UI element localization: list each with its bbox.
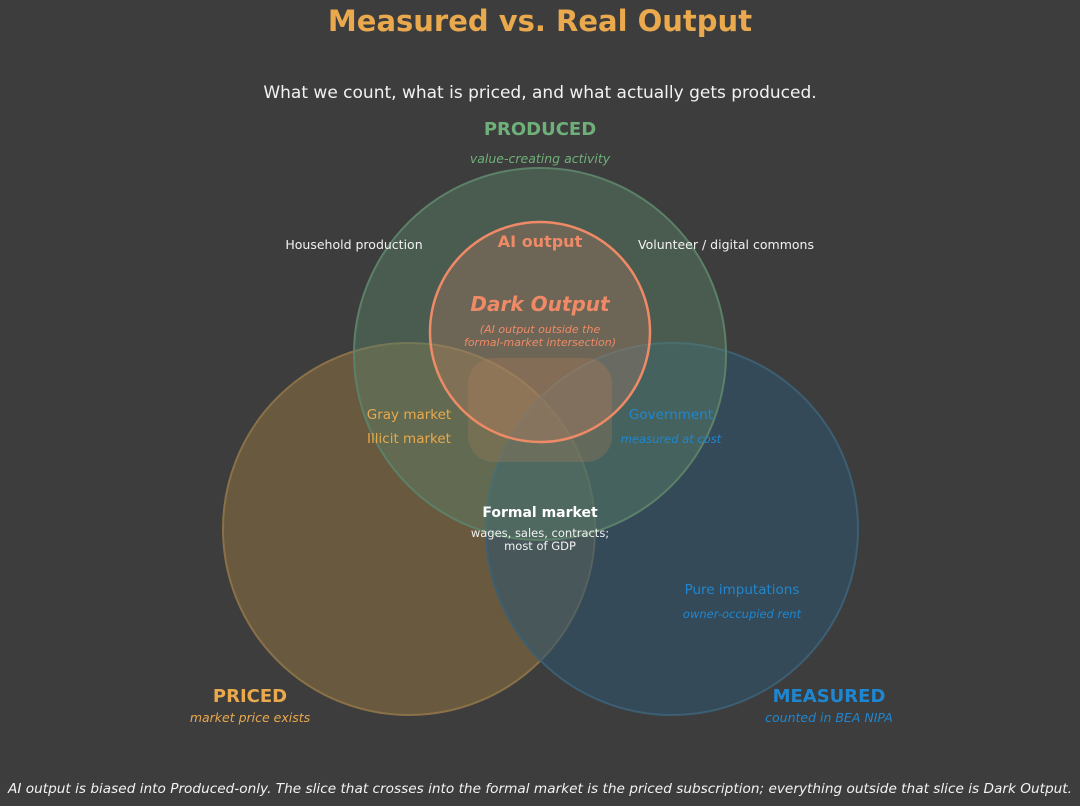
page-subtitle: What we count, what is priced, and what … [263,83,816,103]
government-label: Government [629,407,713,423]
household-label: Household production [285,237,422,252]
formal-market-note-2: most of GDP [504,539,576,553]
government-note: measured at cost [621,432,722,446]
caption: AI output is biased into Produced-only. … [7,782,1072,797]
priced-sublabel: market price exists [190,710,311,725]
dark-output-note-2: formal-market intersection) [464,336,616,349]
volunteer-label: Volunteer / digital commons [638,237,814,252]
produced-circle [353,167,727,541]
pure-imputations-note: owner-occupied rent [683,607,802,621]
dark-output-note-1: (AI output outside the [480,323,601,336]
formal-market-note-1: wages, sales, contracts; [471,526,609,540]
gray-market-label: Gray market [367,407,451,423]
priced-label: PRICED [213,686,287,707]
pure-imputations-label: Pure imputations [685,582,800,598]
produced-sublabel: value-creating activity [470,151,611,166]
produced-label: PRODUCED [484,119,596,140]
measured-sublabel: counted in BEA NIPA [765,710,893,725]
page-title: Measured vs. Real Output [328,4,752,38]
dark-output-title: Dark Output [470,292,611,316]
ai-output-circle [428,220,652,444]
ai-output-label: AI output [498,232,583,251]
measured-label: MEASURED [773,686,886,707]
illicit-market-label: Illicit market [367,431,451,447]
formal-market-label: Formal market [482,505,598,521]
